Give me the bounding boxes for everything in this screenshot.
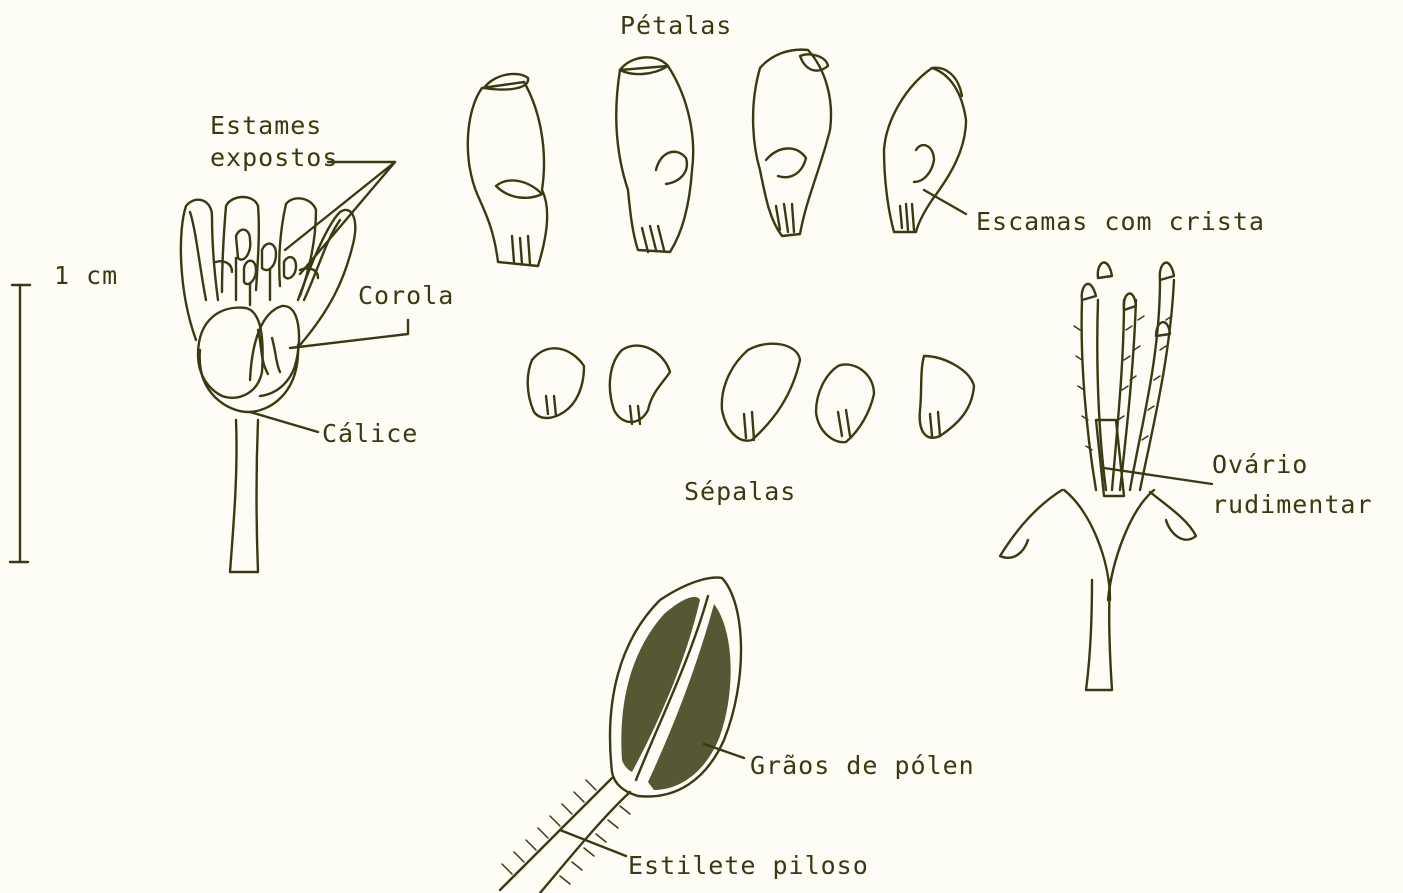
label-ovario: Ovário rudimentar: [1212, 445, 1373, 525]
label-graos: Grãos de pólen: [750, 750, 975, 782]
sepals-illustration: [528, 344, 974, 443]
ovary-illustration: [1000, 263, 1212, 690]
label-estilete: Estilete piloso: [628, 850, 869, 882]
scale-bar: [10, 285, 30, 562]
flower-illustration: [181, 162, 408, 572]
label-sepalas: Sépalas: [684, 476, 796, 508]
label-scale: 1 cm: [54, 260, 118, 292]
label-escamas: Escamas com crista: [976, 206, 1265, 238]
anther-illustration: [500, 578, 744, 893]
label-estames: Estames expostos: [210, 110, 338, 174]
label-petalas: Pétalas: [620, 10, 732, 42]
petals-illustration: [468, 50, 966, 266]
label-corola: Corola: [358, 280, 454, 312]
label-calice: Cálice: [322, 418, 418, 450]
